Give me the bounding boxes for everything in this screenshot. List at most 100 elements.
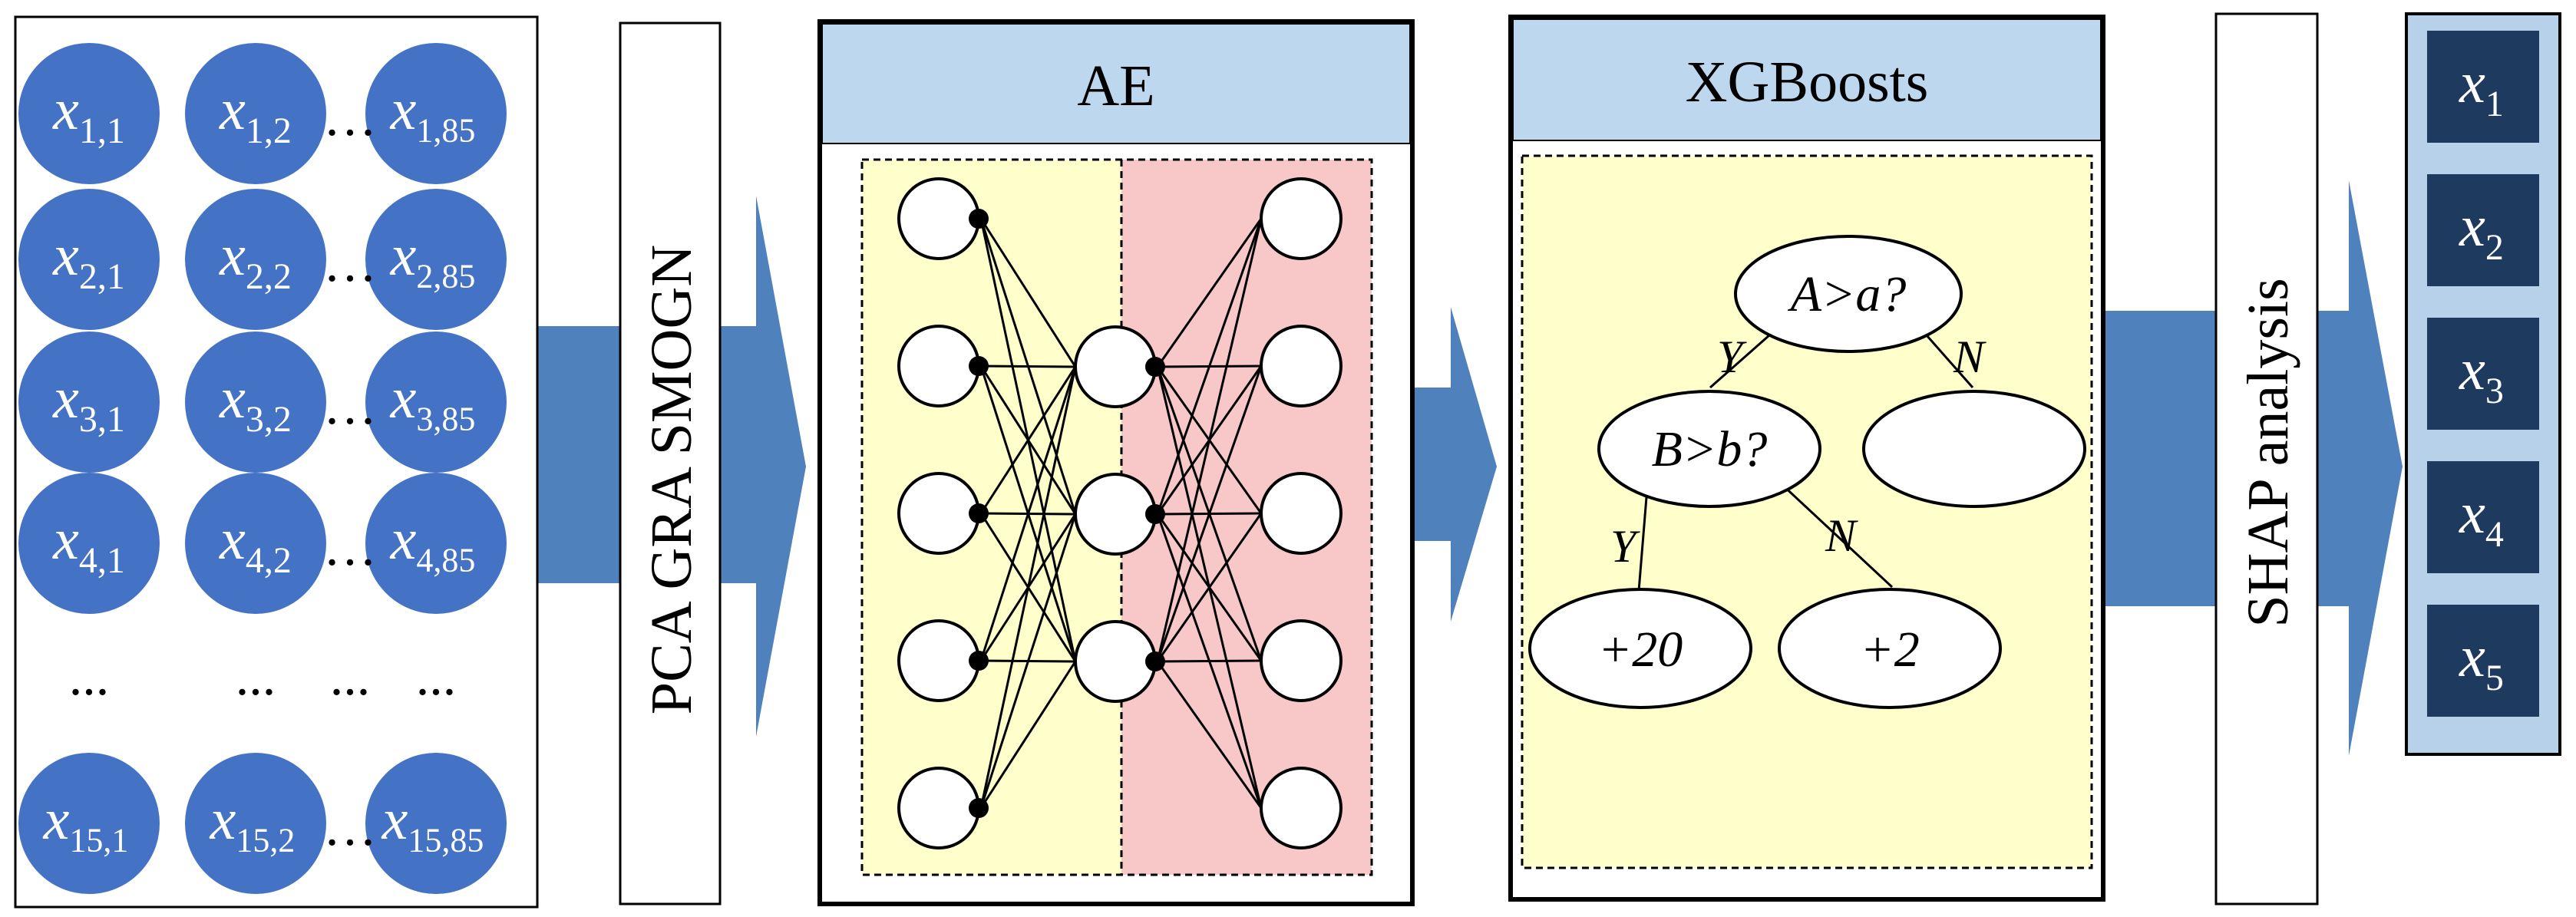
output-feature-label-sub: 2 (2485, 227, 2504, 268)
input-node-label: x1,1 (52, 78, 125, 151)
input-node-label: x15,1 (43, 787, 129, 859)
output-feature-label-base: x (2459, 481, 2485, 546)
ae-edge (979, 366, 1077, 514)
input-node-label: x1,85 (390, 78, 476, 150)
ae-neuron-output-dot (1145, 504, 1165, 524)
input-node-label: x3,2 (219, 366, 292, 440)
tree-root-label: A>a? (1788, 266, 1907, 322)
ae-title: AE (1077, 54, 1154, 118)
ae-neuron-output-dot (969, 503, 989, 523)
ae-edge (979, 661, 1077, 809)
output-feature-box (2427, 31, 2539, 143)
ae-neuron (1260, 619, 1342, 702)
input-node-label: x15,85 (381, 787, 484, 859)
row-ellipsis: … (323, 88, 377, 147)
ae-neuron (897, 619, 980, 702)
ae-neuron (1074, 620, 1157, 703)
input-node-label-base: x (52, 366, 79, 430)
input-node (18, 332, 160, 473)
output-feature-label-base: x (2459, 51, 2485, 115)
xgb-title: XGBoosts (1686, 50, 1929, 114)
edge-label-no-2: N (1825, 510, 1858, 561)
output-feature-label-sub: 1 (2485, 84, 2504, 124)
ae-neuron (897, 177, 980, 260)
input-node-label-sub: 2,1 (79, 256, 125, 297)
input-node-label-base: x (390, 78, 417, 142)
input-node (18, 43, 160, 184)
tree-left-label: B>b? (1652, 421, 1768, 477)
input-node-label: x4,1 (52, 507, 125, 581)
input-node-label-sub: 3,2 (246, 399, 292, 440)
input-node-label-base: x (381, 787, 408, 852)
ae-edge (1156, 661, 1263, 809)
input-node (365, 332, 507, 473)
shap-label: SHAP analysis (2236, 278, 2300, 627)
input-node-label-sub: 1,1 (79, 111, 125, 151)
input-node-label-sub: 15,85 (408, 822, 484, 859)
output-feature-box (2427, 318, 2539, 430)
ae-neuron (1260, 767, 1342, 849)
input-node-label-base: x (390, 507, 417, 572)
input-node-label: x2,85 (390, 223, 476, 295)
autoencoder-network (897, 177, 1342, 849)
tree-right-leaf (1862, 390, 2086, 508)
preprocess-box (619, 21, 722, 905)
ae-edge (980, 364, 1076, 368)
tree-edge-left-rightleaf (1779, 482, 1894, 589)
input-node-label-base: x (390, 223, 417, 288)
output-feature-label: x4 (2459, 481, 2504, 555)
input-node-label-sub: 3,1 (79, 399, 125, 440)
input-node-label-sub: 15,2 (236, 822, 295, 859)
input-node-label: x3,1 (52, 366, 125, 440)
tree-leaf-left-label: +20 (1598, 622, 1683, 678)
row-ellipsis: … (323, 798, 377, 857)
input-node-label-sub: 4,1 (79, 540, 125, 581)
input-node-label-base: x (43, 787, 70, 852)
row-ellipsis: … (323, 234, 377, 293)
input-node-label-sub: 1,85 (416, 112, 475, 150)
input-node-label-sub: 4,2 (246, 540, 292, 581)
input-node-label: x1,2 (219, 78, 292, 151)
ae-edges (979, 218, 1263, 809)
input-node-label: x2,2 (219, 223, 292, 297)
edge-label-no-1: N (1953, 332, 1986, 382)
tree-root-node (1734, 235, 1963, 353)
input-node-label: x4,2 (219, 507, 292, 581)
input-node-label-base: x (219, 78, 246, 142)
input-node-label-base: x (210, 787, 236, 852)
ae-edge (979, 513, 1077, 809)
input-node-label-sub: 4,85 (416, 542, 475, 579)
output-feature-label-base: x (2459, 338, 2485, 402)
ae-neuron (1074, 473, 1157, 556)
xgb-header (1512, 18, 2102, 141)
ae-neuron-output-dot (969, 356, 989, 376)
gap-ellipsis: ... (330, 648, 371, 707)
input-node (18, 473, 160, 614)
input-node-label: x4,85 (390, 507, 476, 579)
ae-neuron-output-dot (969, 209, 989, 229)
output-feature-box (2427, 461, 2539, 573)
ae-neuron (1074, 325, 1157, 408)
ae-neuron (1260, 177, 1342, 260)
ae-edge (1156, 513, 1263, 662)
ae-edge (1156, 218, 1263, 662)
row-ellipsis: … (323, 377, 377, 436)
input-node (365, 189, 507, 330)
input-node-label-base: x (52, 223, 79, 288)
input-node-label-base: x (52, 507, 79, 572)
ae-edge (979, 218, 1077, 368)
input-node-label-base: x (390, 366, 417, 430)
input-node (365, 43, 507, 184)
ae-header (821, 23, 1411, 144)
edge-label-yes-2: Y (1610, 521, 1640, 572)
input-node-label: x15,2 (210, 787, 296, 859)
input-node-label-base: x (219, 366, 246, 430)
input-node (18, 753, 160, 894)
output-feature-box (2427, 605, 2539, 717)
input-node-label-sub: 15,1 (69, 822, 128, 859)
ae-neuron (897, 472, 980, 555)
ae-neuron (1260, 472, 1342, 555)
input-node-label-sub: 2,85 (416, 258, 475, 295)
gap-ellipsis: ... (236, 648, 276, 707)
